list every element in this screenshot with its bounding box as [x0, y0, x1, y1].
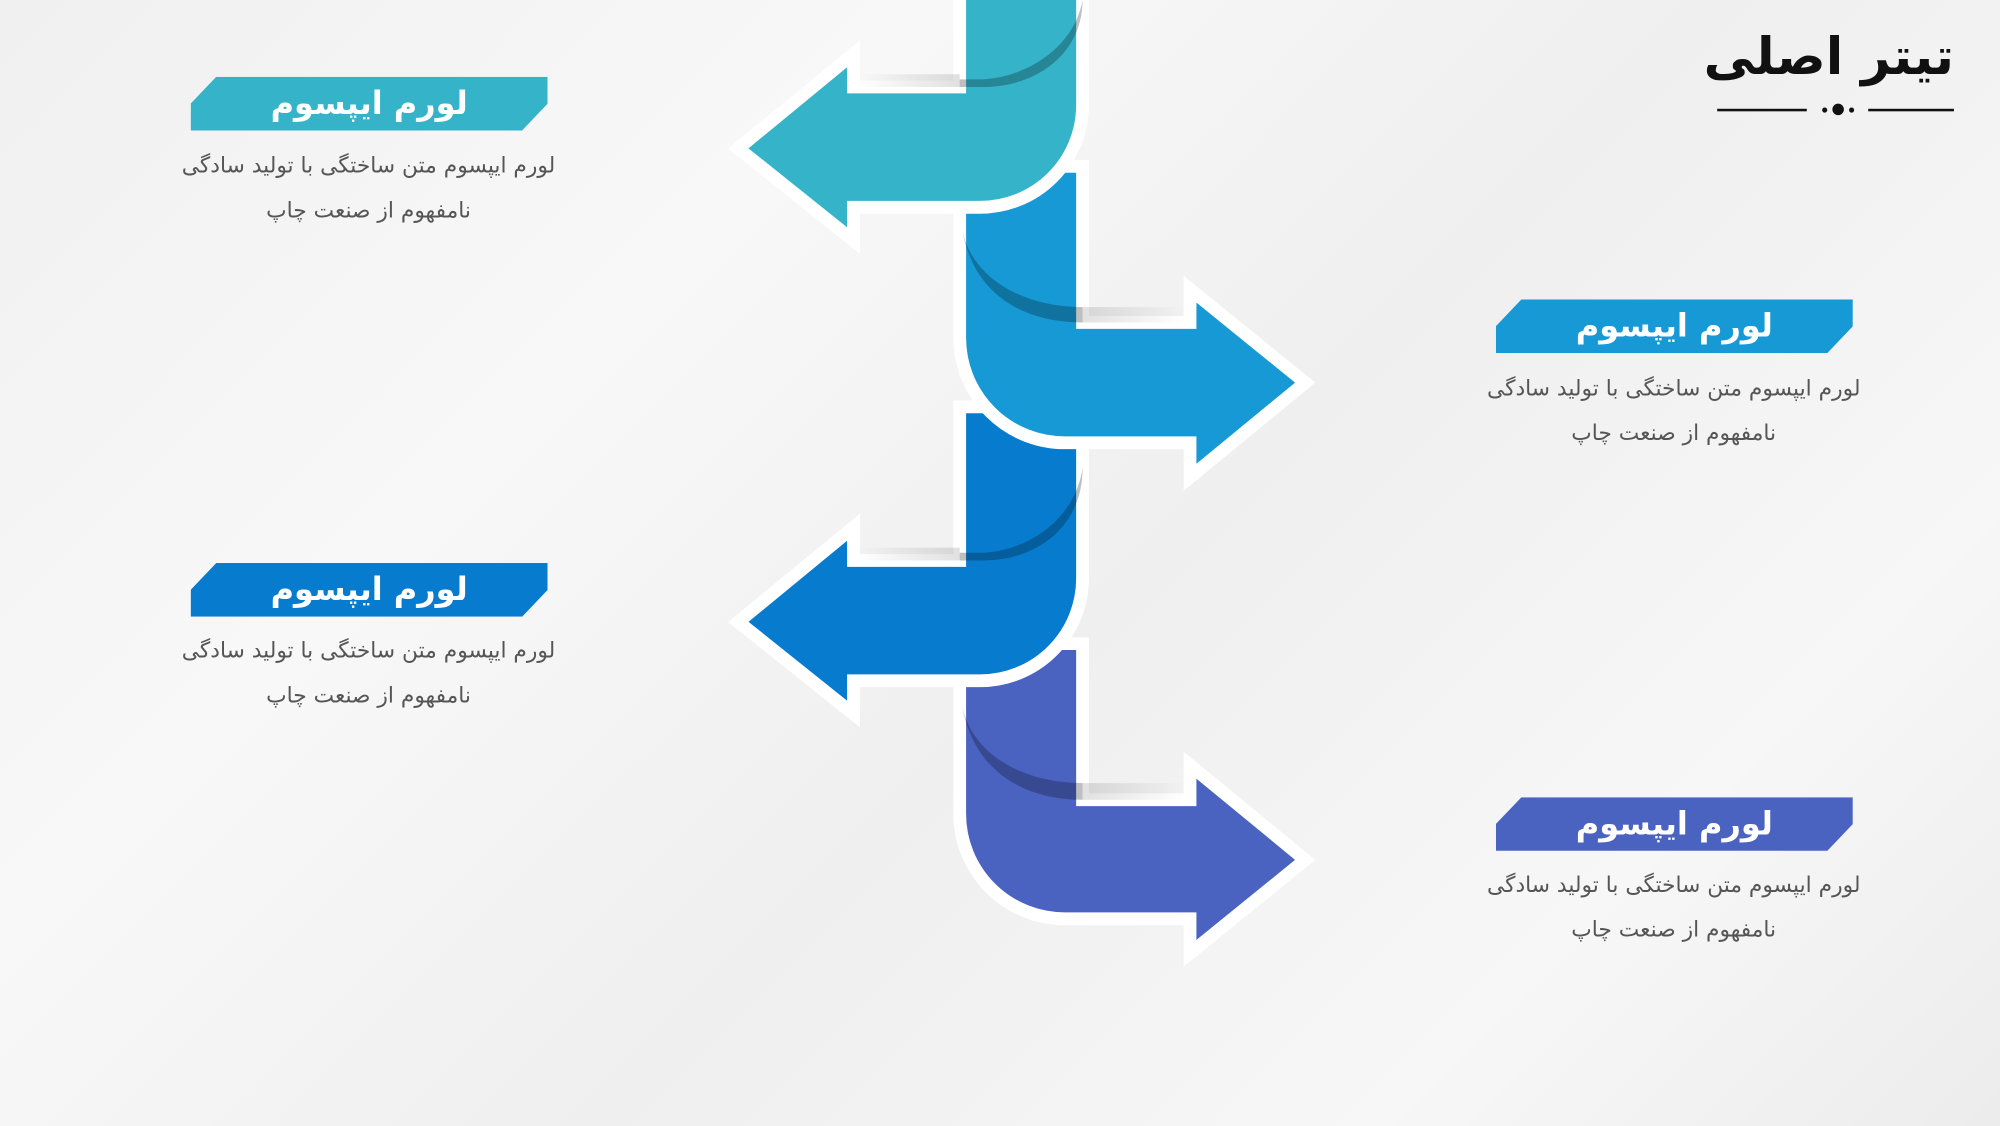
title-dot [1832, 103, 1844, 116]
title-underline-right [1868, 108, 1954, 112]
title-underline-left [1717, 108, 1807, 112]
title-dot [1822, 107, 1828, 113]
step-1-heading: لورم ایپسوم [191, 77, 548, 131]
page-title: تیتر اصلی [1703, 28, 1954, 88]
step-3-heading: لورم ایپسوم [191, 563, 548, 617]
step-3-line-2: نامفهوم از صنعت چاپ [266, 683, 471, 709]
step-4-line-1: لورم ایپسوم متن ساختگی با تولید سادگی [1486, 872, 1861, 899]
step-3-description: لورم ایپسوم متن ساختگی با تولید سادگی نا… [138, 630, 599, 720]
step-1-line-2: نامفهوم از صنعت چاپ [266, 198, 471, 224]
step-2-description: لورم ایپسوم متن ساختگی با تولید سادگی نا… [1443, 367, 1904, 457]
step-2-line-1: لورم ایپسوم متن ساختگی با تولید سادگی [1486, 376, 1861, 402]
step-1-line-1: لورم ایپسوم متن ساختگی با تولید سادگی [181, 153, 556, 180]
step-4-description: لورم ایپسوم متن ساختگی با تولید سادگی نا… [1443, 864, 1904, 954]
step-2-heading: لورم ایپسوم [1496, 299, 1853, 353]
arrow-step-2 [953, 159, 1316, 491]
step-4-line-2: نامفهوم از صنعت چاپ [1571, 917, 1777, 944]
title-dot [1849, 107, 1855, 113]
step-4-heading: لورم ایپسوم [1496, 797, 1853, 851]
step-3-line-1: لورم ایپسوم متن ساختگی با تولید سادگی [181, 638, 556, 665]
arrow-step-3 [728, 400, 1089, 728]
arrow-step-4 [953, 637, 1316, 967]
step-2-line-2: نامفهوم از صنعت چاپ [1571, 420, 1777, 447]
arrow-step-1 [728, 0, 1089, 254]
step-1-description: لورم ایپسوم متن ساختگی با تولید سادگی نا… [138, 145, 599, 235]
